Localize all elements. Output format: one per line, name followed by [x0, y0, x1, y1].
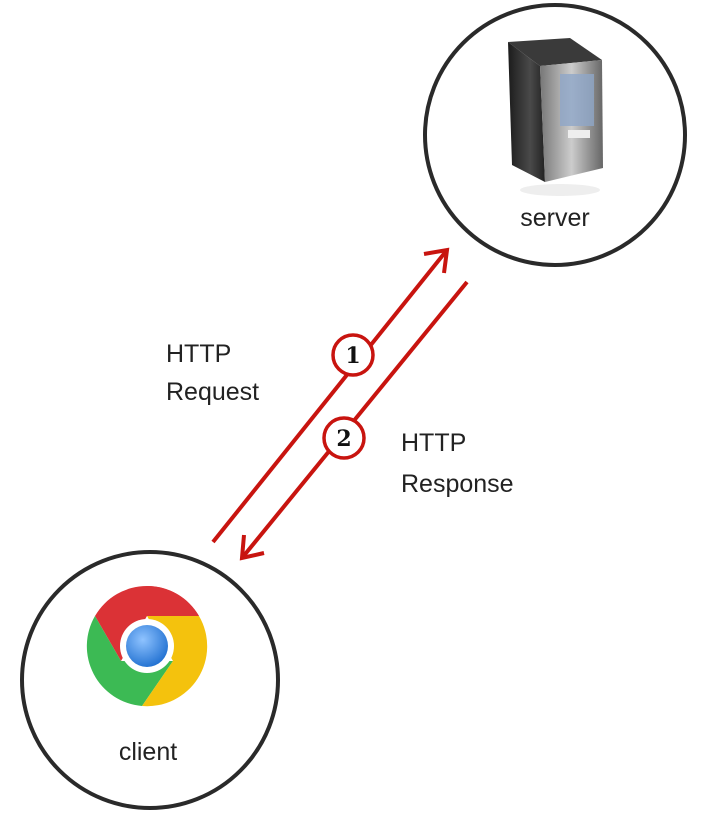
server-label: server: [520, 204, 589, 232]
step-1-number: 1: [345, 343, 360, 369]
response-label-line2: Response: [401, 470, 514, 498]
client-node: client: [20, 550, 280, 810]
response-label-line1: HTTP: [401, 429, 466, 457]
step-2-number: 2: [336, 426, 351, 452]
request-label-line1: HTTP: [166, 340, 231, 368]
step-1-badge: 1: [331, 333, 375, 377]
step-2-badge: 2: [322, 416, 366, 460]
request-label-line2: Request: [166, 378, 259, 406]
client-label: client: [119, 738, 177, 766]
server-node: server: [423, 3, 687, 267]
request-arrow: [211, 247, 450, 544]
chrome-browser-icon: [86, 586, 208, 707]
server-tower-icon: [508, 38, 603, 196]
